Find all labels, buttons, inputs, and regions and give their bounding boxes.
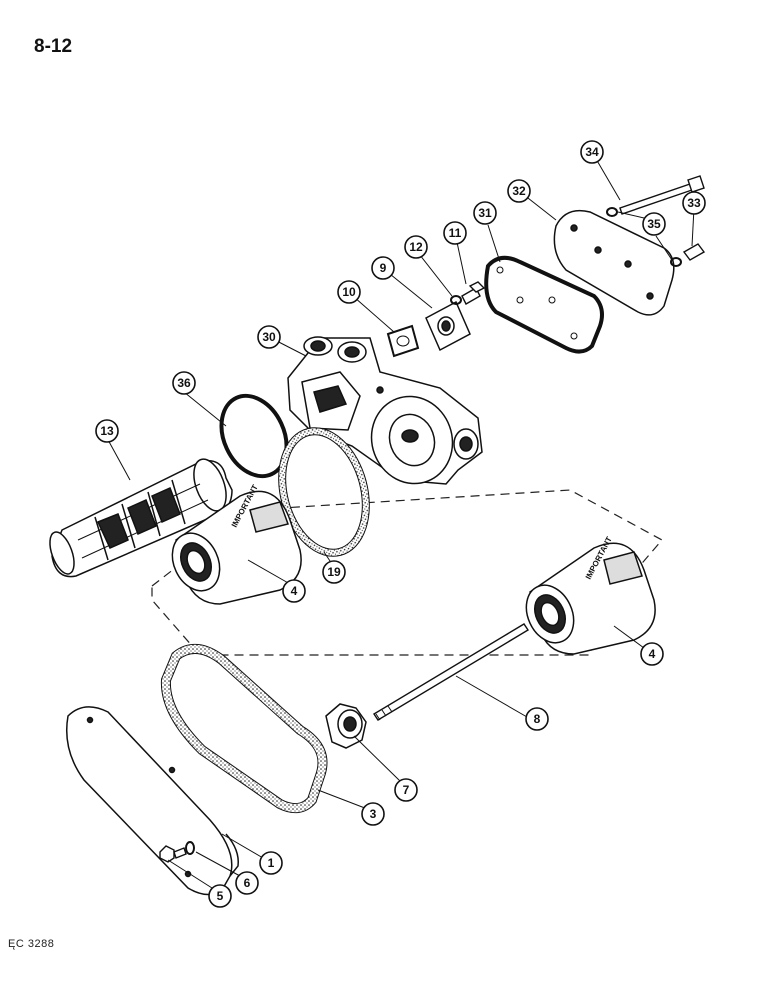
leader-3 [317, 789, 371, 811]
page-number: 8-12 [34, 36, 73, 57]
callout-36: 36 [172, 371, 196, 395]
callout-9: 9 [371, 256, 395, 280]
leader-4a [247, 559, 291, 585]
leader-9 [384, 269, 433, 309]
svg-text:19: 19 [327, 565, 341, 579]
leader-12 [415, 249, 453, 297]
svg-text:1: 1 [268, 856, 275, 870]
svg-text:5: 5 [217, 889, 224, 903]
svg-text:32: 32 [512, 184, 526, 198]
leader-31 [487, 224, 501, 263]
leader-35 [617, 211, 673, 261]
leader-4b [613, 625, 645, 649]
svg-text:13: 13 [100, 424, 114, 438]
washer-35-part [606, 207, 682, 267]
svg-text:11: 11 [449, 226, 462, 240]
callout-5: 5 [208, 884, 232, 908]
callout-19: 19 [322, 560, 346, 584]
callout-35: 35 [642, 212, 666, 236]
washer-6-part [185, 841, 195, 855]
cover-plate-32-part [553, 209, 675, 316]
svg-text:6: 6 [244, 876, 251, 890]
filter-head-housing-part [287, 336, 483, 485]
leader-36 [183, 391, 227, 427]
bolt-34-part [619, 175, 705, 215]
svg-text:30: 30 [262, 330, 276, 344]
svg-text:8: 8 [534, 712, 541, 726]
leader-10 [353, 296, 395, 333]
callout-31: 31 [473, 201, 497, 225]
callout-4-right: 4 [640, 642, 664, 666]
svg-text:4: 4 [291, 584, 298, 598]
bolt-11-part [461, 281, 486, 305]
svg-text:36: 36 [177, 376, 191, 390]
leader-1 [221, 833, 264, 859]
callout-11: 11 [443, 221, 467, 245]
cover-plate-part [65, 706, 239, 896]
adapter-9-part [425, 300, 471, 352]
callout-12: 12 [404, 235, 428, 259]
callout-8: 8 [525, 707, 549, 731]
flange-nut-part [325, 703, 367, 749]
callout-6: 6 [235, 871, 259, 895]
svg-text:33: 33 [687, 196, 701, 210]
svg-text:10: 10 [342, 285, 356, 299]
callout-33: 33 [682, 191, 706, 215]
filter-cartridge-left-part: IMPORTANT [171, 483, 302, 605]
callout-3: 3 [361, 802, 385, 826]
washer-12-part [450, 295, 462, 305]
rod-part [373, 623, 529, 721]
gasket-3-part [160, 644, 328, 814]
svg-text:34: 34 [585, 145, 599, 159]
svg-text:31: 31 [478, 206, 492, 220]
leader-6 [195, 851, 241, 877]
svg-text:9: 9 [380, 261, 387, 275]
gasket-31-part [484, 255, 604, 354]
svg-text:7: 7 [403, 783, 410, 797]
strainer-screen-part [49, 458, 233, 578]
gasket-36-part [219, 393, 289, 479]
callout-10: 10 [337, 280, 361, 304]
callout-1: 1 [259, 851, 283, 875]
svg-text:3: 3 [370, 807, 377, 821]
filter-group-outline [151, 489, 663, 656]
svg-text:35: 35 [647, 217, 661, 231]
bolt-5-part [159, 845, 187, 863]
callout-34: 34 [580, 140, 604, 164]
callout-13: 13 [95, 419, 119, 443]
callout-7: 7 [394, 778, 418, 802]
svg-text:4: 4 [649, 647, 656, 661]
figure-code: ĘC 3288 [8, 938, 55, 950]
filter-cartridge-right-part: IMPORTANT [525, 535, 656, 655]
callouts: 13 36 30 10 9 12 11 31 32 34 35 33 19 4 … [95, 140, 706, 908]
leader-7 [353, 735, 401, 782]
gasket-10-part [386, 324, 420, 358]
leader-5 [167, 859, 213, 889]
callout-32: 32 [507, 179, 531, 203]
svg-text:12: 12 [409, 240, 423, 254]
gasket-19-part [278, 427, 370, 557]
bolt-33-part [682, 243, 706, 261]
callout-4-left: 4 [282, 579, 306, 603]
leader-8 [455, 675, 528, 718]
leader-13 [106, 437, 131, 481]
callout-30: 30 [257, 325, 281, 349]
